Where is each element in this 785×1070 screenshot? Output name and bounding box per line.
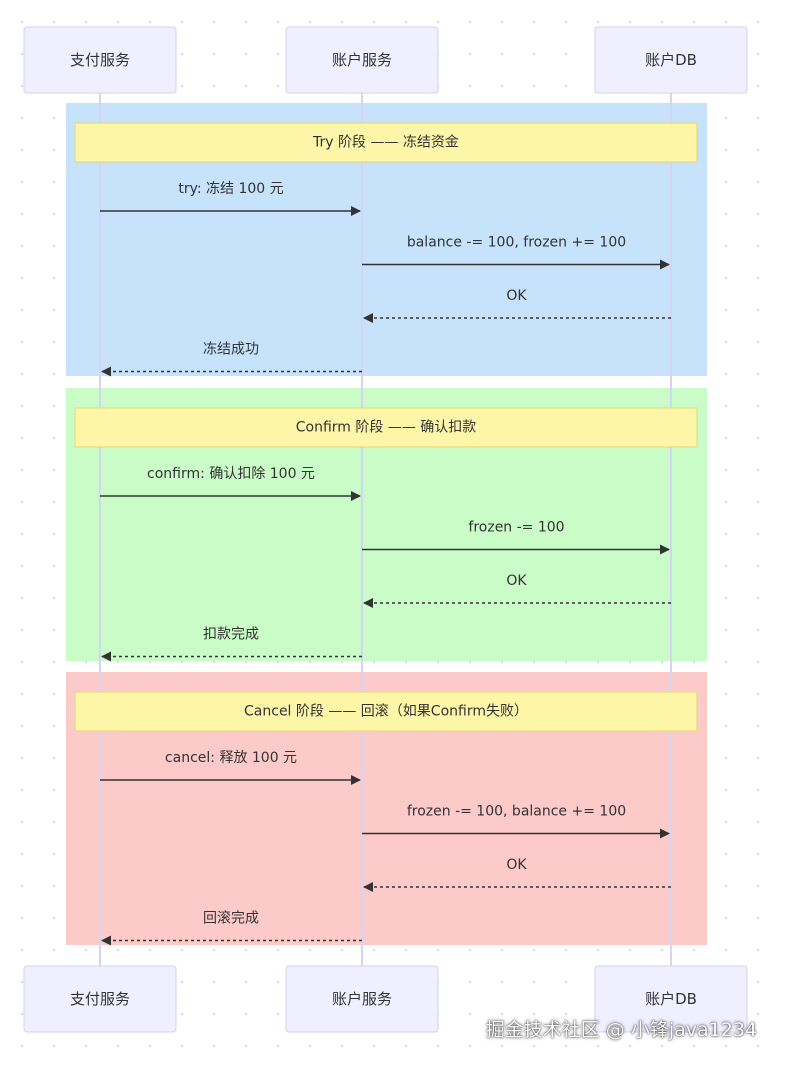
message-label-2-3: 回滚完成 — [203, 910, 259, 927]
message-label-2-2: OK — [506, 857, 527, 873]
participant-box-db-top — [594, 26, 748, 94]
message-label-2-1: frozen -= 100, balance += 100 — [407, 804, 626, 820]
phase-note-1 — [74, 407, 698, 448]
participant-label-db-top: 账户DB — [645, 51, 697, 69]
participant-box-db-bottom — [594, 965, 748, 1033]
participant-label-pay-bottom: 支付服务 — [70, 990, 130, 1008]
message-label-0-0: try: 冻结 100 元 — [178, 180, 283, 197]
message-label-1-0: confirm: 确认扣除 100 元 — [147, 466, 315, 482]
lifeline-layer — [99, 93, 672, 966]
participant-label-acct-top: 账户服务 — [332, 51, 392, 69]
participant-label-acct-bottom: 账户服务 — [332, 990, 392, 1008]
participant-box-pay-top — [23, 26, 177, 94]
message-layer: try: 冻结 100 元 balance -= 100, frozen += 1… — [100, 180, 671, 946]
phase-note-0 — [74, 122, 698, 163]
message-label-2-0: cancel: 释放 100 元 — [165, 750, 297, 766]
phase-note-2 — [74, 691, 698, 732]
message-label-0-1: balance -= 100, frozen += 100 — [407, 235, 626, 251]
participant-box-acct-top — [285, 26, 439, 94]
message-label-1-2: OK — [506, 573, 527, 589]
participant-box-pay-bottom — [23, 965, 177, 1033]
note-layer: Try 阶段 —— 冻结资金 Confirm 阶段 —— 确认扣款 Cancel 阶… — [74, 122, 698, 732]
participant-box-acct-bottom — [285, 965, 439, 1033]
message-label-0-3: 冻结成功 — [203, 341, 259, 358]
message-label-1-3: 扣款完成 — [203, 627, 259, 643]
message-label-0-2: OK — [506, 288, 527, 304]
phase-note-label-1: Confirm 阶段 —— 确认扣款 — [296, 420, 477, 436]
watermark: 掘金技术社区 @ 小锋java1234 — [485, 1019, 757, 1041]
phase-note-label-2: Cancel 阶段 —— 回滚（如果Confirm失败） — [244, 703, 528, 720]
participant-label-pay-top: 支付服务 — [70, 51, 130, 69]
message-label-1-1: frozen -= 100 — [468, 520, 564, 536]
phase-note-label-0: Try 阶段 —— 冻结资金 — [312, 134, 459, 151]
participant-label-db-bottom: 账户DB — [645, 990, 697, 1008]
